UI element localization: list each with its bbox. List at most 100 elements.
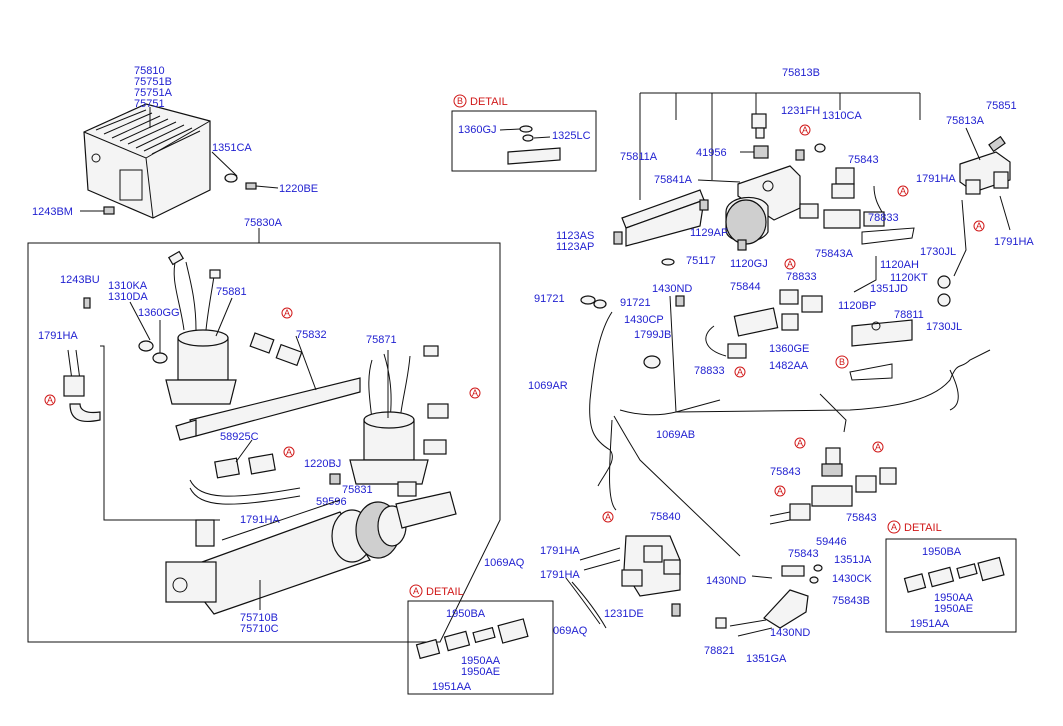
part-75751-label: 75751	[134, 98, 165, 110]
ref-mark-a-circle	[469, 387, 481, 399]
ref-mark-a-circle	[794, 437, 806, 449]
detail-b-box: B DETAIL 1360GJ 1325LC	[451, 94, 597, 172]
part-1069ab-label: 1069AB	[656, 429, 695, 441]
part-1791ha-label-f: 1791HA	[540, 569, 580, 581]
part-1231fh-label: 1231FH	[781, 105, 820, 117]
ref-mark-a-text: A	[472, 388, 478, 398]
part-75751a-label: 75751A	[134, 87, 173, 99]
part-1310da-label: 1310DA	[108, 291, 148, 303]
valve-78811	[851, 319, 913, 347]
screw-1231de	[671, 603, 681, 617]
part-1120ah-label: 1120AH	[880, 259, 919, 271]
detail-b-1325lc-label: 1325LC	[552, 130, 591, 142]
part-069aq-label: 069AQ	[553, 625, 588, 637]
svg-text:B: B	[839, 357, 845, 367]
part-75832-label: 75832	[296, 329, 327, 341]
part-1069aq-label: 1069AQ	[484, 557, 525, 569]
part-1123as-label: 1123AS	[556, 230, 594, 242]
part-75840-label: 75840	[650, 511, 681, 523]
detail-b-marker: B	[457, 96, 463, 106]
tee-75843-lower	[769, 447, 897, 525]
ref-mark-a-text: A	[802, 125, 808, 135]
part-75871-label: 75871	[366, 334, 397, 346]
part-1220bj-label: 1220BJ	[304, 458, 341, 470]
part-1069ar-label: 1069AR	[528, 380, 568, 392]
bracket-75841a	[725, 165, 801, 245]
part-75843a-label: 75843A	[815, 248, 854, 260]
part-75811a-label: 75811A	[620, 151, 658, 163]
part-1791ha-label-e: 1791HA	[540, 545, 580, 557]
ref-mark-a-circle	[734, 366, 746, 378]
part-75841a-label: 75841A	[654, 174, 693, 186]
ref-mark-a-text: A	[737, 367, 743, 377]
switch-41956	[751, 113, 769, 159]
part-75843-label-b: 75843	[770, 466, 801, 478]
part-75117-label: 75117	[686, 255, 716, 267]
part-59596-label: 59596	[316, 496, 347, 508]
detail-a-left-1951aa: 1951AA	[432, 681, 472, 693]
part-75843b-label: 75843B	[832, 595, 870, 607]
grommet-1799jb	[643, 355, 661, 369]
valve-75813a	[959, 135, 1011, 195]
b-ref-marker: B	[835, 355, 849, 369]
detail-a-left-marker: A	[413, 586, 419, 596]
part-75810-label: 75810	[134, 65, 165, 77]
clip-78821	[715, 617, 727, 629]
part-1351ja-label: 1351JA	[834, 554, 872, 566]
screw-1430nd	[675, 295, 685, 307]
part-78833-label-c: 78833	[694, 365, 725, 377]
bolt-1123as	[613, 231, 623, 245]
detail-a-right-1951aa: 1951AA	[910, 618, 950, 630]
part-1791ha-label-a: 1791HA	[38, 330, 78, 342]
part-75710c-label: 75710C	[240, 623, 279, 635]
part-58925c-label: 58925C	[220, 431, 259, 443]
ref-mark-a-text: A	[797, 438, 803, 448]
wiring-harness	[589, 295, 991, 557]
ref-mark-a-circle	[973, 220, 985, 232]
detail-a-left-title: DETAIL	[426, 586, 464, 598]
detail-a-right-1950aa: 1950AA	[934, 592, 974, 604]
hoses-1791ha-lower	[565, 547, 621, 629]
part-1482aa-label: 1482AA	[769, 360, 809, 372]
part-1123ap-label: 1123AP	[556, 241, 594, 253]
part-1243bu-label: 1243BU	[60, 274, 100, 286]
screw-1231fh	[795, 149, 805, 161]
detail-b-title: DETAIL	[470, 96, 508, 108]
part-1120gj-label: 1120GJ	[730, 258, 768, 270]
part-41956-label: 41956	[696, 147, 727, 159]
detail-a-right-1950ba: 1950BA	[922, 546, 962, 558]
hose-1791ha-left	[63, 349, 101, 423]
ref-mark-a-circle	[602, 511, 614, 523]
part-1430cp-label: 1430CP	[624, 314, 664, 326]
part-78833-label-a: 78833	[868, 212, 899, 224]
nut-1310ca	[814, 143, 826, 153]
part-1799jb-label: 1799JB	[634, 329, 671, 341]
tee-75843a	[799, 167, 885, 229]
ref-mark-a-text: A	[284, 308, 290, 318]
detail-b-1360gj-label: 1360GJ	[458, 124, 497, 136]
relay-75881	[165, 250, 237, 405]
part-75843-label-d: 75843	[788, 548, 819, 560]
ref-mark-a-text: A	[900, 186, 906, 196]
bolt-1220bj	[329, 473, 341, 485]
part-75851-label: 75851	[986, 100, 1017, 112]
bolt-1220be	[245, 182, 257, 190]
connector-75843b	[729, 589, 809, 637]
ref-mark-a-text: A	[777, 486, 783, 496]
part-75844-label: 75844	[730, 281, 761, 293]
bolt-1243bu	[83, 297, 91, 309]
assembly-frame	[27, 242, 501, 643]
ref-mark-a-circle	[799, 124, 811, 136]
ref-mark-a-circle	[872, 441, 884, 453]
part-1310ca-label: 1310CA	[822, 110, 862, 122]
part-78833-label-b: 78833	[786, 271, 817, 283]
cylinder-75710b	[165, 491, 457, 615]
detail-a-right-title: DETAIL	[904, 522, 942, 534]
detail-a-left-box: A DETAIL 1950BA 1950AA 1950AE 1951AA	[407, 584, 554, 695]
part-1120bp-label: 1120BP	[838, 300, 876, 312]
part-1220be-label: 1220BE	[279, 183, 318, 195]
leader-75813b	[639, 92, 921, 200]
ref-mark-a-circle	[283, 446, 295, 458]
